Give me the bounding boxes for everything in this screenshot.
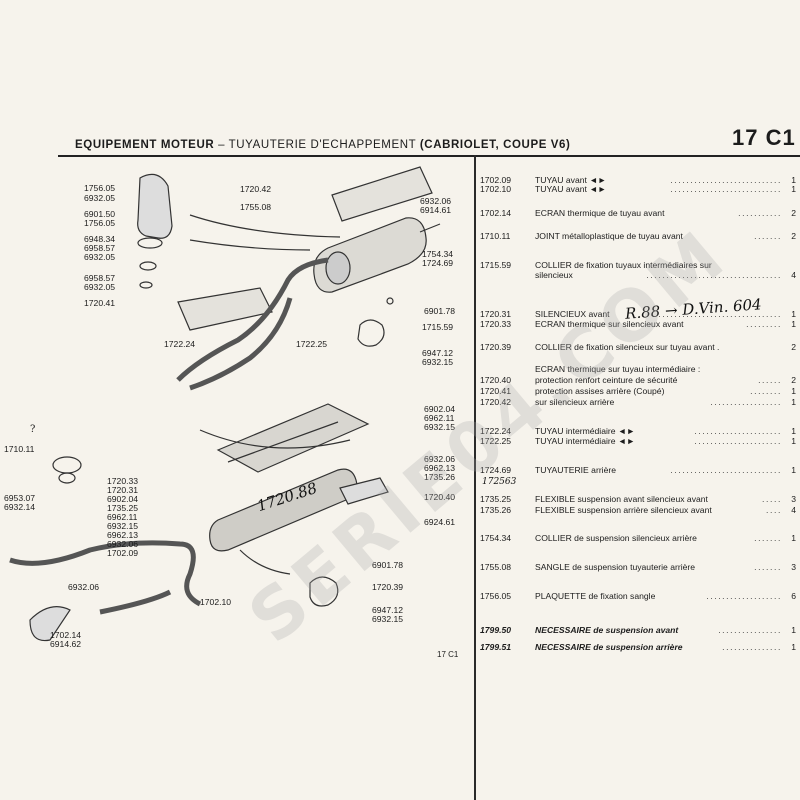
- callout-label: 6953.07: [4, 493, 36, 503]
- callout-label: 6932.15: [372, 614, 404, 624]
- callout-label: 6901.50: [84, 209, 116, 219]
- callout-label: 1720.31: [107, 485, 139, 495]
- intermediate-pipe-drawing: [176, 257, 329, 382]
- callout-label: 1720.39: [372, 582, 404, 592]
- callout-label: 1720.41: [84, 298, 116, 308]
- section-title: EQUIPEMENT MOTEUR: [75, 139, 215, 151]
- callout-label: 6962.11: [424, 413, 455, 423]
- callout-label: 6932.05: [84, 282, 116, 292]
- callout-label: 1710.11: [4, 444, 35, 454]
- callout-label: 1756.05: [84, 183, 116, 193]
- callout-label: 6901.78: [372, 560, 404, 570]
- heat-shield-seat-drawing: [177, 287, 273, 331]
- suspension-strap-drawing: [137, 173, 173, 239]
- header-subtitle: TUYAUTERIE D'ECHAPPEMENT: [228, 139, 417, 151]
- callout-label: 1754.34: [422, 249, 454, 259]
- callout-label: 6932.05: [84, 193, 116, 203]
- callout-label: 6962.13: [424, 463, 456, 473]
- column-divider: [474, 155, 476, 800]
- callout-label: 6932.06: [107, 539, 139, 549]
- handwritten-note-1724: 172563: [482, 477, 517, 487]
- heat-shield-rear-drawing: [331, 166, 433, 222]
- header-rule: [58, 155, 800, 157]
- exhaust-diagram: [9, 166, 441, 642]
- callout-label: 1756.05: [84, 218, 116, 228]
- page-header: EQUIPEMENT MOTEUR – TUYAUTERIE D'ECHAPPE…: [75, 139, 571, 151]
- callout-label: 6914.61: [420, 205, 452, 215]
- callout-label: 1720.33: [107, 476, 139, 486]
- callout-label: 6948.34: [84, 234, 116, 244]
- callout-label: 6932.14: [4, 502, 36, 512]
- callout-label: 6902.04: [424, 404, 456, 414]
- page-code: 17 C1: [732, 125, 796, 150]
- callout-label: 6914.62: [50, 639, 82, 649]
- callout-label: 1735.25: [107, 503, 139, 513]
- footer-code: 17 C1: [437, 650, 459, 659]
- callout-label: 1715.59: [422, 322, 454, 332]
- callout-label: 6932.15: [107, 521, 139, 531]
- callout-label: 6932.15: [422, 357, 454, 367]
- callout-label: 6947.12: [372, 605, 404, 615]
- callout-label: 6932.06: [420, 196, 452, 206]
- header-variant: (CABRIOLET, COUPE V6): [419, 139, 571, 151]
- callout-label: 6962.13: [107, 530, 139, 540]
- callout-label: 6932.06: [424, 454, 456, 464]
- handwritten-note-question: ?: [30, 424, 36, 435]
- callout-label: 6902.04: [107, 494, 139, 504]
- callout-label: 6962.11: [107, 512, 138, 522]
- callout-label: 1722.25: [296, 339, 328, 349]
- callout-label: 1720.42: [240, 184, 272, 194]
- callout-label: 6901.78: [424, 306, 456, 316]
- callout-label: 6958.57: [84, 273, 116, 283]
- callout-label: 1724.69: [422, 258, 454, 268]
- callout-label: 6958.57: [84, 243, 116, 253]
- callout-label: 6932.15: [424, 422, 456, 432]
- callout-label: 1702.14: [50, 630, 82, 640]
- callout-label: 6932.05: [84, 252, 116, 262]
- callout-label: 1755.08: [240, 202, 272, 212]
- callout-label: 1702.10: [200, 597, 232, 607]
- pipe-clamp-drawing: [357, 319, 385, 347]
- callout-label: 1722.24: [164, 339, 196, 349]
- callout-label: 6924.61: [424, 517, 456, 527]
- callout-label: 6947.12: [422, 348, 454, 358]
- callout-label: 1702.09: [107, 548, 139, 558]
- callout-label: 1720.40: [424, 492, 456, 502]
- front-pipe-drawing: [9, 540, 202, 607]
- callout-label: 6932.06: [68, 582, 100, 592]
- header-dash: –: [218, 139, 226, 151]
- callout-label: 1735.26: [424, 472, 456, 482]
